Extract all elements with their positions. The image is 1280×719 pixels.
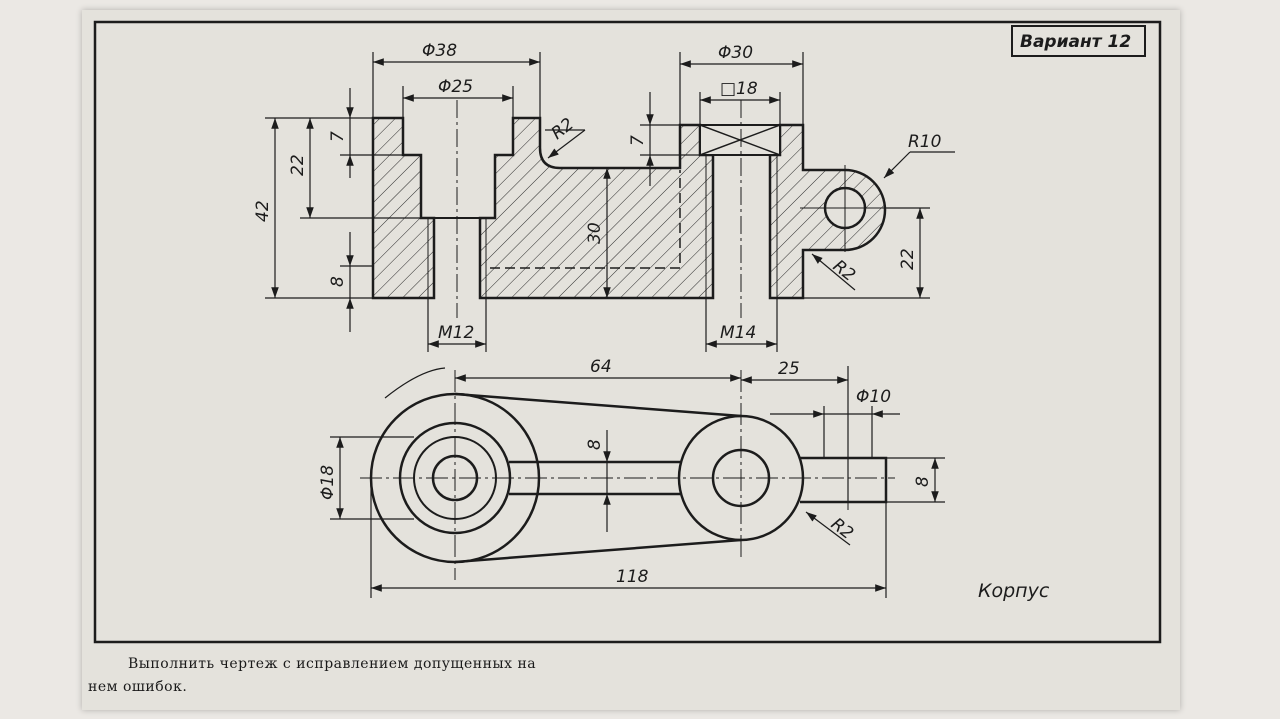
dim-d25: Φ25	[438, 77, 473, 97]
dim-d38: Φ38	[422, 41, 457, 61]
variant-label-box: Вариант 12	[1011, 25, 1146, 57]
dim-l64: 64	[590, 357, 612, 377]
front-view-dimensions	[265, 52, 955, 352]
dim-sq18: □18	[720, 79, 758, 99]
dim-w8-lug: 8	[913, 476, 933, 487]
dim-r2-plan: R2	[827, 514, 857, 544]
part-name: Корпус	[978, 580, 1050, 602]
dim-w8-arm: 8	[585, 439, 605, 450]
dim-r10: R10	[908, 132, 941, 152]
dim-m12: M12	[438, 323, 474, 343]
task-note-line-1: Выполнить чертеж с исправлением допущенн…	[128, 656, 537, 672]
dim-d10: Φ10	[856, 387, 891, 407]
top-view-dimension-labels: 64 25 Φ10 Φ18 8 8 R2 118	[318, 357, 933, 587]
dim-h30: 30	[585, 222, 605, 244]
dim-h7-right: 7	[628, 135, 648, 146]
dim-r2-right: R2	[829, 256, 859, 286]
dim-h7-left: 7	[328, 131, 348, 142]
dim-l118: 118	[616, 567, 649, 587]
dim-m14: M14	[720, 323, 756, 343]
drawing-sheet	[82, 10, 1180, 710]
dim-d18: Φ18	[318, 465, 338, 500]
front-section-view	[371, 100, 890, 318]
drawing-frame	[93, 20, 1162, 644]
task-note-line-2: нем ошибок.	[88, 679, 188, 695]
front-view-dimension-labels: Φ38 Φ25 Φ30 □18 R2 R10 R2 42 22 7 8 30 7…	[253, 41, 941, 343]
dim-d30: Φ30	[718, 43, 753, 63]
dim-h22-left: 22	[288, 154, 308, 176]
top-view-dimensions	[330, 366, 945, 598]
dim-h8: 8	[328, 276, 348, 287]
variant-label: Вариант 12	[1020, 32, 1131, 52]
dim-h22-right: 22	[898, 248, 918, 270]
dim-h42: 42	[253, 200, 273, 222]
top-view	[360, 367, 895, 580]
dim-l25: 25	[778, 359, 800, 379]
